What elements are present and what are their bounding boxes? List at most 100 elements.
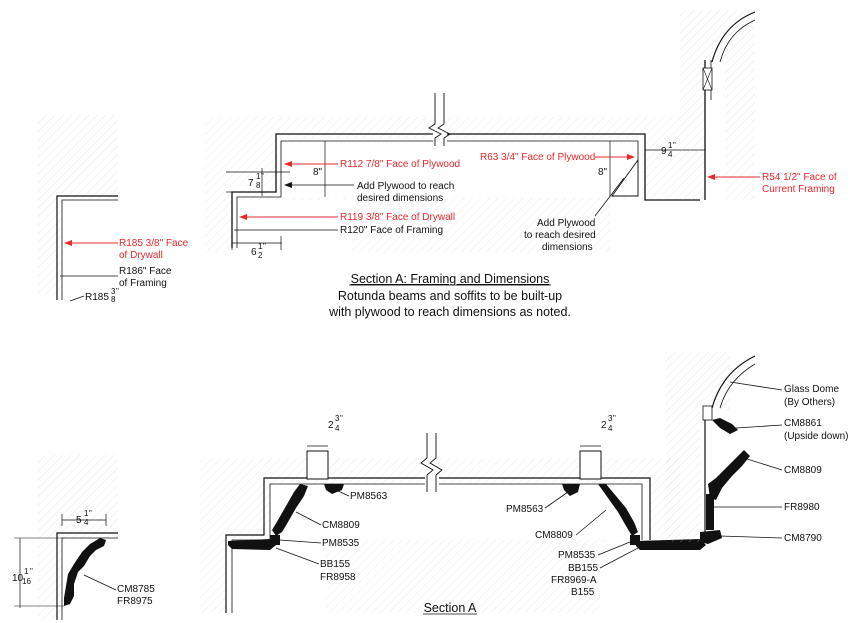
right-wall-gap: [705, 60, 725, 202]
post-left: [306, 450, 329, 480]
crown-dim-top-num: 1: [84, 509, 89, 518]
top-title-block: Section A: Framing and Dimensions Rotund…: [328, 272, 571, 319]
cm8809-wall-label: CM8809: [784, 465, 822, 476]
dim-6-num: 1: [258, 242, 263, 251]
beam-interior: [280, 138, 642, 198]
subtitle-line2: with plywood to reach dimensions as note…: [328, 305, 571, 319]
crown-dim-side-whole: 10: [12, 573, 24, 584]
beam2-outline: [225, 477, 651, 613]
crown-dim-top-whole: 5: [76, 515, 82, 526]
bb155-right-label: BB155: [568, 563, 598, 574]
framing-line: [61, 199, 118, 300]
molding-bb155-left: [228, 539, 276, 550]
dim-6-suffix: ": [263, 242, 266, 251]
framing-label-line1: R186" Face: [119, 266, 172, 277]
radius-suffix: ": [116, 287, 119, 296]
crown-dim-top-suffix: ": [89, 509, 92, 518]
post-right: [579, 450, 602, 480]
post-left-dim-num: 3: [335, 414, 340, 423]
add-plywood-left-2: desired dimensions: [357, 193, 443, 204]
dim-7-whole: 7: [248, 178, 254, 189]
wall-blank: [62, 200, 122, 300]
bottom-title-block: Section A: [423, 601, 477, 615]
fr8980-label: FR8980: [784, 502, 820, 513]
bottom-center-beam-detail: 2 3 4 " 2 3 4 " PM8563 CM8809 PM8535 BB1…: [200, 414, 706, 613]
add-plywood-left-1: Add Plywood to reach: [357, 181, 454, 192]
post-left-dim-whole: 2: [328, 420, 334, 431]
subtitle-line1: Rotunda beams and soffits to be built-up: [338, 289, 562, 303]
dim-7-suffix: ": [261, 172, 264, 181]
beam2-lower-clear: [226, 542, 326, 613]
molding-pm8563-right: [562, 484, 580, 496]
right2-window: [702, 405, 713, 421]
add-plywood-right-leader: [594, 177, 625, 217]
cm8861-label-2: (Upside down): [784, 431, 848, 442]
crown-leader: [83, 574, 117, 591]
dim-6-whole: 6: [251, 247, 257, 258]
beam2-break-left: [420, 433, 434, 492]
crown-framing: [56, 532, 118, 620]
pm8535-left-leader: [279, 539, 322, 544]
cm8861-label-1: CM8861: [784, 418, 822, 429]
pm8535-left-label: PM8535: [322, 538, 360, 549]
post-right-dim-den: 4: [608, 424, 613, 433]
cm8809-left-leader: [295, 511, 322, 526]
top-right-wall-detail: R54 1/2" Face of Current Framing: [680, 10, 837, 202]
plywood-right-label: R63 3/4" Face of Plywood: [480, 152, 595, 163]
pm8535-right-leader: [597, 541, 631, 556]
dim-7-den: 8: [256, 181, 261, 190]
top-section: R185 3/8" Face of Drywall R186" Face of …: [38, 10, 837, 319]
radius-arrow: [69, 295, 85, 302]
bottom-right-dome-detail: Glass Dome (By Others) CM8861 (Upside do…: [665, 352, 848, 544]
molding-cm8809-wall: [708, 450, 750, 500]
post-left-dim-den: 4: [335, 424, 340, 433]
drywall-label-line1: R185 3/8" Face: [119, 238, 189, 249]
b155-label: B155: [571, 587, 595, 598]
beam2-break-right: [429, 433, 443, 492]
break-mark-right: [437, 93, 451, 146]
current-framing-line1: R54 1/2" Face of: [762, 172, 837, 183]
dim-9-den: 4: [668, 150, 673, 159]
fr8969a-label: FR8969-A: [551, 575, 597, 586]
bottom-left-crown-detail: 5 1 4 " 10 1 16 " CM8785 FR8975: [12, 455, 155, 620]
cm8809-right-leader: [575, 509, 607, 536]
beam2-inner: [231, 483, 643, 613]
dome-arch-inner: [719, 19, 756, 63]
crown-dim-side-num: 1: [24, 567, 29, 576]
post-left-dim-suffix: ": [340, 414, 343, 423]
plywood-wedge: [611, 158, 639, 197]
framing-label-line2: of Framing: [119, 278, 167, 289]
beam-lower-clear: [232, 200, 352, 252]
cm8809-wall-leader: [743, 457, 783, 471]
beam2-break-gap: [425, 433, 439, 493]
framing-center-label: R120" Face of Framing: [340, 225, 443, 236]
molding-cm8809-left: [272, 484, 308, 536]
cm8790-leader: [719, 535, 783, 539]
add-plywood-right-2: to reach desired: [524, 230, 596, 241]
radius-frac-num: 3: [111, 287, 116, 296]
cm8809-right-label: CM8809: [535, 530, 573, 541]
beam2-interior: [270, 484, 650, 540]
molding-cm8790: [700, 530, 722, 544]
beam-right-clear: [610, 200, 680, 252]
glass-dome-arch: [711, 355, 756, 409]
bb155-left-label: BB155: [320, 559, 350, 570]
beam2-right-clear: [600, 542, 680, 613]
section-a-framing-title: Section A: Framing and Dimensions: [351, 272, 550, 286]
molding-pm8563-left: [324, 484, 344, 494]
window-x2: [702, 67, 713, 91]
fr8958-label: FR8958: [320, 572, 356, 583]
post-right-dim-suffix: ": [613, 414, 616, 423]
molding-cm8809-right: [598, 484, 638, 536]
top-center-beam-detail: 7 1 8 " 8" R112 7/8" Face of Plywood Add…: [205, 93, 705, 260]
current-framing-line2: Current Framing: [762, 184, 835, 195]
crown-dim-side-den: 16: [22, 577, 31, 586]
cm8861-leader: [735, 424, 783, 429]
drywall-label-line2: of Drywall: [119, 250, 163, 261]
cm8809-left-label: CM8809: [322, 520, 360, 531]
molding-pm8535-right: [630, 535, 640, 545]
pm8563-right-leader: [544, 491, 569, 509]
break-mark-left: [428, 93, 442, 146]
molding-fr8980: [706, 494, 714, 530]
